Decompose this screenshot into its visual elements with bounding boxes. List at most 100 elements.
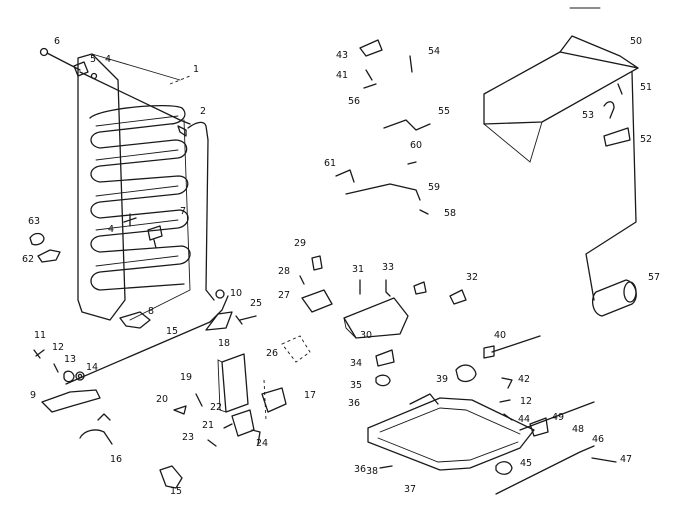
screw-38 xyxy=(379,465,393,469)
bracket-27 xyxy=(301,289,333,313)
lower-rod xyxy=(41,289,233,413)
callout-62: 62 xyxy=(22,254,34,265)
bracket-61 xyxy=(335,169,355,183)
callout-45: 45 xyxy=(520,458,532,469)
rod-40 xyxy=(491,335,541,353)
bolt-47 xyxy=(591,457,617,463)
callout-4-top: 4 xyxy=(105,54,111,65)
callout-13: 13 xyxy=(64,354,76,365)
callout-29: 29 xyxy=(294,238,306,249)
lever-55 xyxy=(383,119,431,131)
bracket-8 xyxy=(119,311,151,329)
screw-23 xyxy=(207,439,217,447)
rod-48 xyxy=(519,401,595,431)
spacer-35 xyxy=(375,374,391,387)
callout-46: 46 xyxy=(592,434,604,445)
clamp-49 xyxy=(529,417,549,437)
callout-60: 60 xyxy=(410,140,422,151)
callout-37: 37 xyxy=(404,484,416,495)
top-cover-50 xyxy=(483,35,639,163)
callout-57: 57 xyxy=(648,272,660,283)
screw-33 xyxy=(385,279,391,297)
bolt-44 xyxy=(503,413,513,421)
group-26 xyxy=(281,335,311,363)
strip-52 xyxy=(603,127,631,147)
callout-19: 19 xyxy=(180,372,192,383)
bolt-24 xyxy=(251,429,261,445)
callout-32: 32 xyxy=(466,272,478,283)
plate-18 xyxy=(221,353,249,413)
callout-15: 15 xyxy=(166,326,178,337)
clip-43 xyxy=(359,39,383,57)
cable-2 xyxy=(187,121,215,301)
callout-54: 54 xyxy=(428,46,440,57)
callout-28: 28 xyxy=(278,266,290,277)
screw-58 xyxy=(419,209,429,215)
wire-16 xyxy=(79,429,113,445)
callout-6: 6 xyxy=(54,36,60,47)
spring-28 xyxy=(299,275,305,285)
part-3 xyxy=(159,465,183,489)
left-fasteners xyxy=(33,349,85,383)
rod-57 xyxy=(585,71,637,301)
callout-7: 7 xyxy=(180,206,186,217)
callout-36b: 36 xyxy=(354,464,366,475)
callout-39: 39 xyxy=(436,374,448,385)
callout-50: 50 xyxy=(630,36,642,47)
callout-48: 48 xyxy=(572,424,584,435)
washer-12b xyxy=(499,399,511,403)
callout-18: 18 xyxy=(218,338,230,349)
part-32 xyxy=(449,289,467,305)
callout-35: 35 xyxy=(350,380,362,391)
cable-59 xyxy=(345,183,421,201)
callout-52: 52 xyxy=(640,134,652,145)
callout-27: 27 xyxy=(278,290,290,301)
clip-34 xyxy=(375,349,395,367)
callout-53: 53 xyxy=(582,110,594,121)
callout-30: 30 xyxy=(360,330,372,341)
screw-20 xyxy=(173,405,187,415)
callout-12b: 12 xyxy=(520,396,532,407)
knob-63 xyxy=(29,232,45,246)
callout-12: 12 xyxy=(52,342,64,353)
callout-44: 44 xyxy=(518,414,530,425)
clip-21 xyxy=(223,423,233,429)
clip-29 xyxy=(311,255,323,271)
callout-25: 25 xyxy=(250,298,262,309)
callout-14: 14 xyxy=(86,362,98,373)
clip-16 xyxy=(97,413,111,421)
callout-4: 4 xyxy=(108,224,114,235)
callout-41: 41 xyxy=(336,70,348,81)
callout-20: 20 xyxy=(156,394,168,405)
callout-24: 24 xyxy=(256,438,268,449)
callout-55: 55 xyxy=(438,106,450,117)
callout-16: 16 xyxy=(110,454,122,465)
callout-5: 5 xyxy=(90,54,96,65)
bracket-17 xyxy=(261,387,287,413)
callout-36: 36 xyxy=(348,398,360,409)
callout-2: 2 xyxy=(200,106,206,117)
screw-56 xyxy=(363,83,377,89)
callout-21: 21 xyxy=(202,420,214,431)
screw-51 xyxy=(617,83,623,95)
callout-31: 31 xyxy=(352,264,364,275)
bolt-42 xyxy=(501,377,513,389)
clip-2 xyxy=(177,125,187,137)
callout-61: 61 xyxy=(324,158,336,169)
clip-60 xyxy=(407,161,417,165)
clip-62 xyxy=(37,249,61,263)
bracket-30 xyxy=(343,297,409,339)
rear-panel-assembly xyxy=(77,53,191,321)
callout-47: 47 xyxy=(620,454,632,465)
callout-58: 58 xyxy=(444,208,456,219)
bracket-39 xyxy=(455,364,477,383)
callout-43: 43 xyxy=(336,50,348,61)
bracket-7 xyxy=(147,225,163,249)
callout-3: 15 xyxy=(170,486,182,497)
callout-56: 56 xyxy=(348,96,360,107)
foot-45 xyxy=(495,461,513,475)
screw-4 xyxy=(123,213,137,227)
